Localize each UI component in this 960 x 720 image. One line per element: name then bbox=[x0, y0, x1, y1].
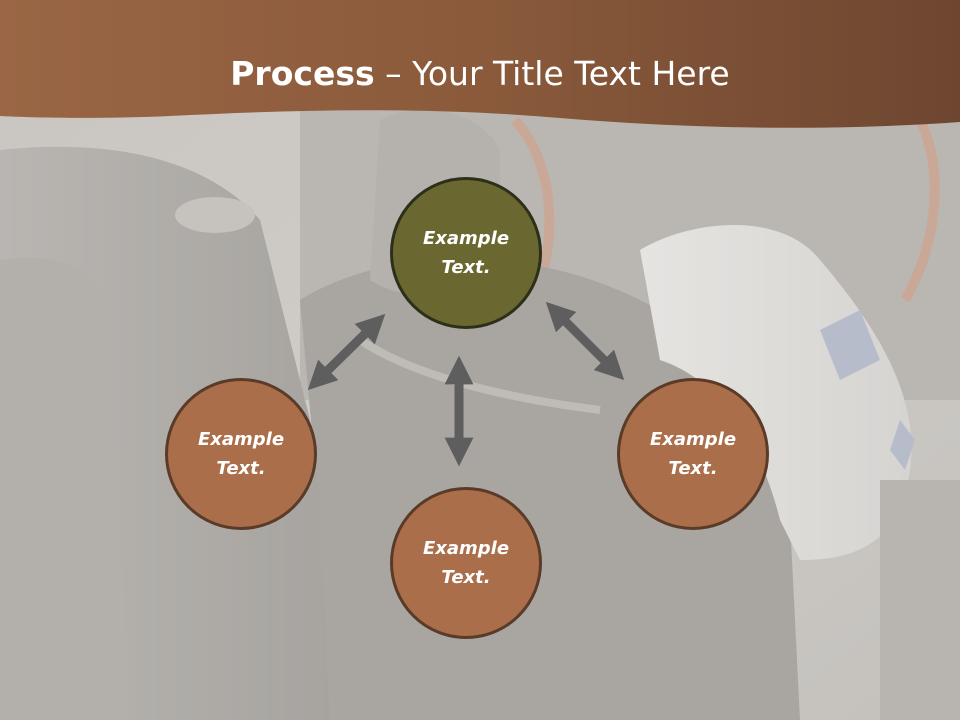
title-bold: Process bbox=[230, 54, 375, 93]
process-node-left[interactable]: Example Text. bbox=[165, 378, 317, 530]
arrow-top-right bbox=[545, 301, 625, 381]
process-node-bottom[interactable]: Example Text. bbox=[390, 487, 542, 639]
slide-title: Process – Your Title Text Here bbox=[0, 52, 960, 96]
title-rest: – Your Title Text Here bbox=[374, 54, 730, 93]
process-node-top[interactable]: Example Text. bbox=[390, 177, 542, 329]
arrow-top-left bbox=[307, 313, 386, 391]
header-band bbox=[0, 0, 960, 128]
process-node-right[interactable]: Example Text. bbox=[617, 378, 769, 530]
